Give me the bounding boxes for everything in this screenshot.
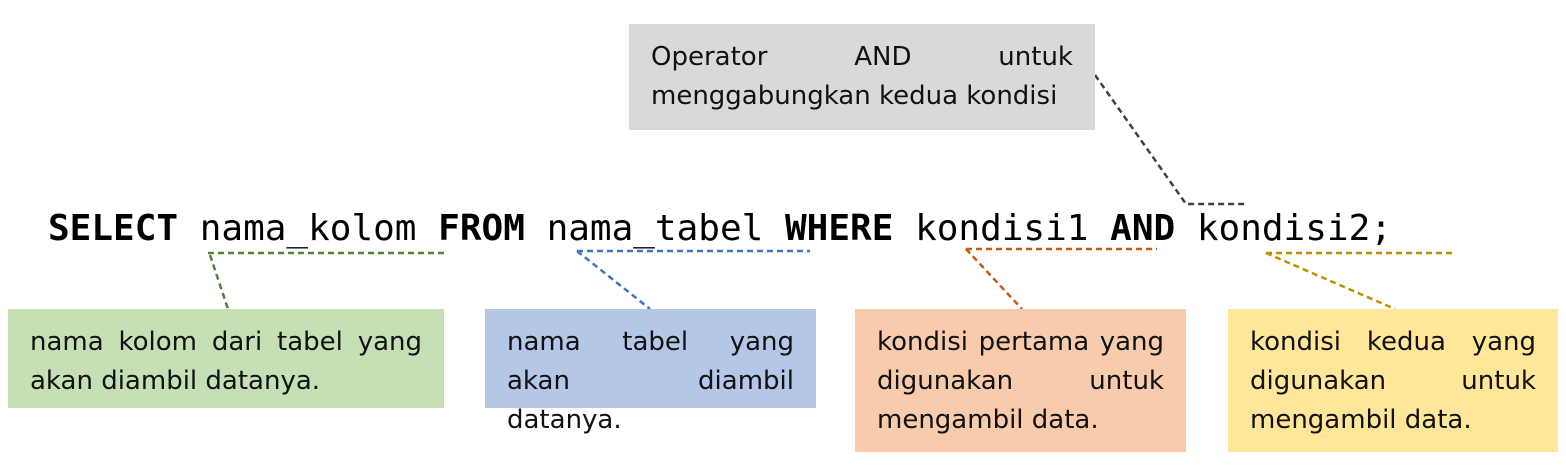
column-callout-text: nama kolom dari tabel yang akan diambil … <box>30 327 422 396</box>
column-callout: nama kolom dari tabel yang akan diambil … <box>8 309 444 408</box>
sql-column-name: nama_kolom <box>199 208 417 249</box>
condition-1-callout-text: kondisi pertama yang digunakan untuk men… <box>877 327 1164 435</box>
cond2-connector-pointer <box>1265 251 1396 311</box>
sql-from-keyword: FROM <box>438 208 525 249</box>
condition-2-callout: kondisi kedua yang digunakan untuk menga… <box>1228 309 1558 452</box>
and-connector <box>1093 74 1245 206</box>
sql-condition-1: kondisi1 <box>915 208 1089 249</box>
table-callout-text: nama tabel yang akan diambil datanya. <box>507 327 794 435</box>
and-operator-callout: Operator AND untuk menggabungkan kedua k… <box>629 24 1095 130</box>
sql-table-name: nama_tabel <box>546 208 764 249</box>
condition-1-callout: kondisi pertama yang digunakan untuk men… <box>855 309 1186 452</box>
sql-condition-2: kondisi2; <box>1196 208 1392 249</box>
condition-2-callout-text: kondisi kedua yang digunakan untuk menga… <box>1250 327 1536 435</box>
sql-and-keyword: AND <box>1110 208 1176 249</box>
sql-statement: SELECT nama_kolom FROM nama_tabel WHERE … <box>48 204 1392 254</box>
sql-where-keyword: WHERE <box>785 208 894 249</box>
sql-select-keyword: SELECT <box>48 208 179 249</box>
and-operator-callout-text: Operator AND untuk menggabungkan kedua k… <box>651 42 1073 111</box>
table-connector-pointer <box>576 250 651 310</box>
table-callout: nama tabel yang akan diambil datanya. <box>485 309 816 435</box>
column-connector-pointer <box>208 254 230 310</box>
cond1-connector-pointer <box>965 248 1023 310</box>
